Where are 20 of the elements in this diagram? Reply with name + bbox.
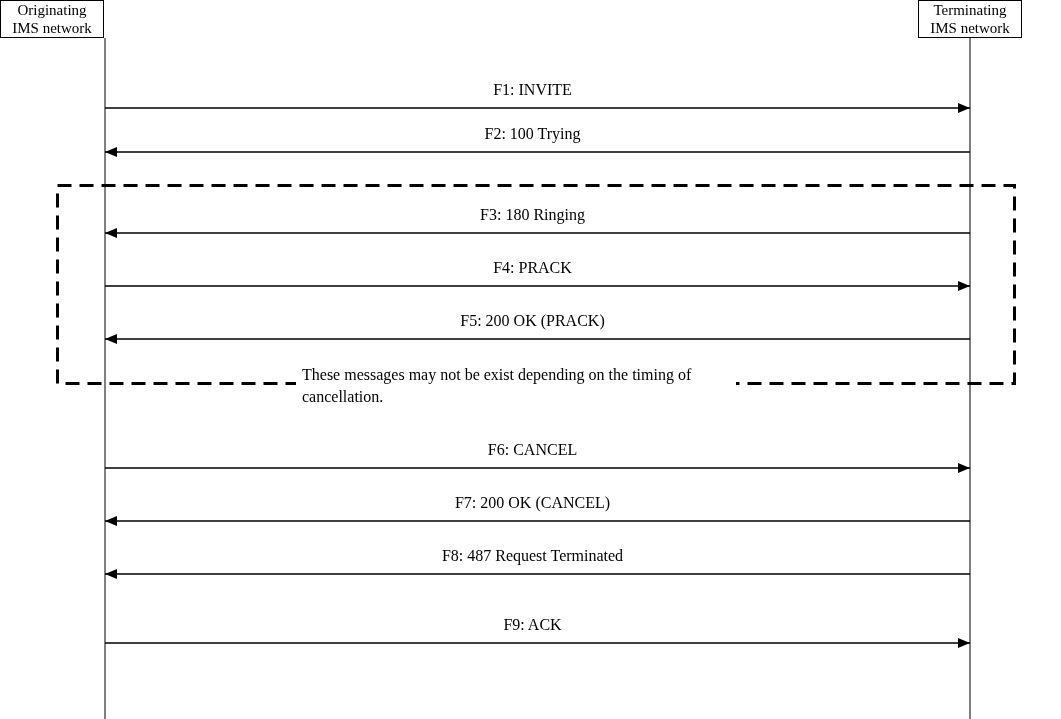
message-arrow <box>104 334 971 344</box>
message-arrow <box>104 103 971 113</box>
participant-box: Originating IMS network <box>0 0 104 38</box>
message-label: F8: 487 Request Terminated <box>441 547 624 565</box>
message-label: F9: ACK <box>503 616 562 634</box>
message-label: F7: 200 OK (CANCEL) <box>454 494 611 512</box>
message-label: F5: 200 OK (PRACK) <box>460 312 605 330</box>
message-arrow <box>104 638 971 648</box>
message-label: F2: 100 Trying <box>484 125 581 143</box>
message-arrow <box>104 516 971 526</box>
message-arrow <box>104 147 971 157</box>
message-arrow <box>104 463 971 473</box>
message-label: F3: 180 Ringing <box>480 206 585 224</box>
participant-box: Terminating IMS network <box>918 0 1022 38</box>
message-arrow <box>104 281 971 291</box>
message-label: F6: CANCEL <box>487 441 578 459</box>
message-label: F4: PRACK <box>493 259 572 277</box>
message-label: F1: INVITE <box>493 81 572 99</box>
message-arrow <box>104 228 971 238</box>
message-arrow <box>104 569 971 579</box>
